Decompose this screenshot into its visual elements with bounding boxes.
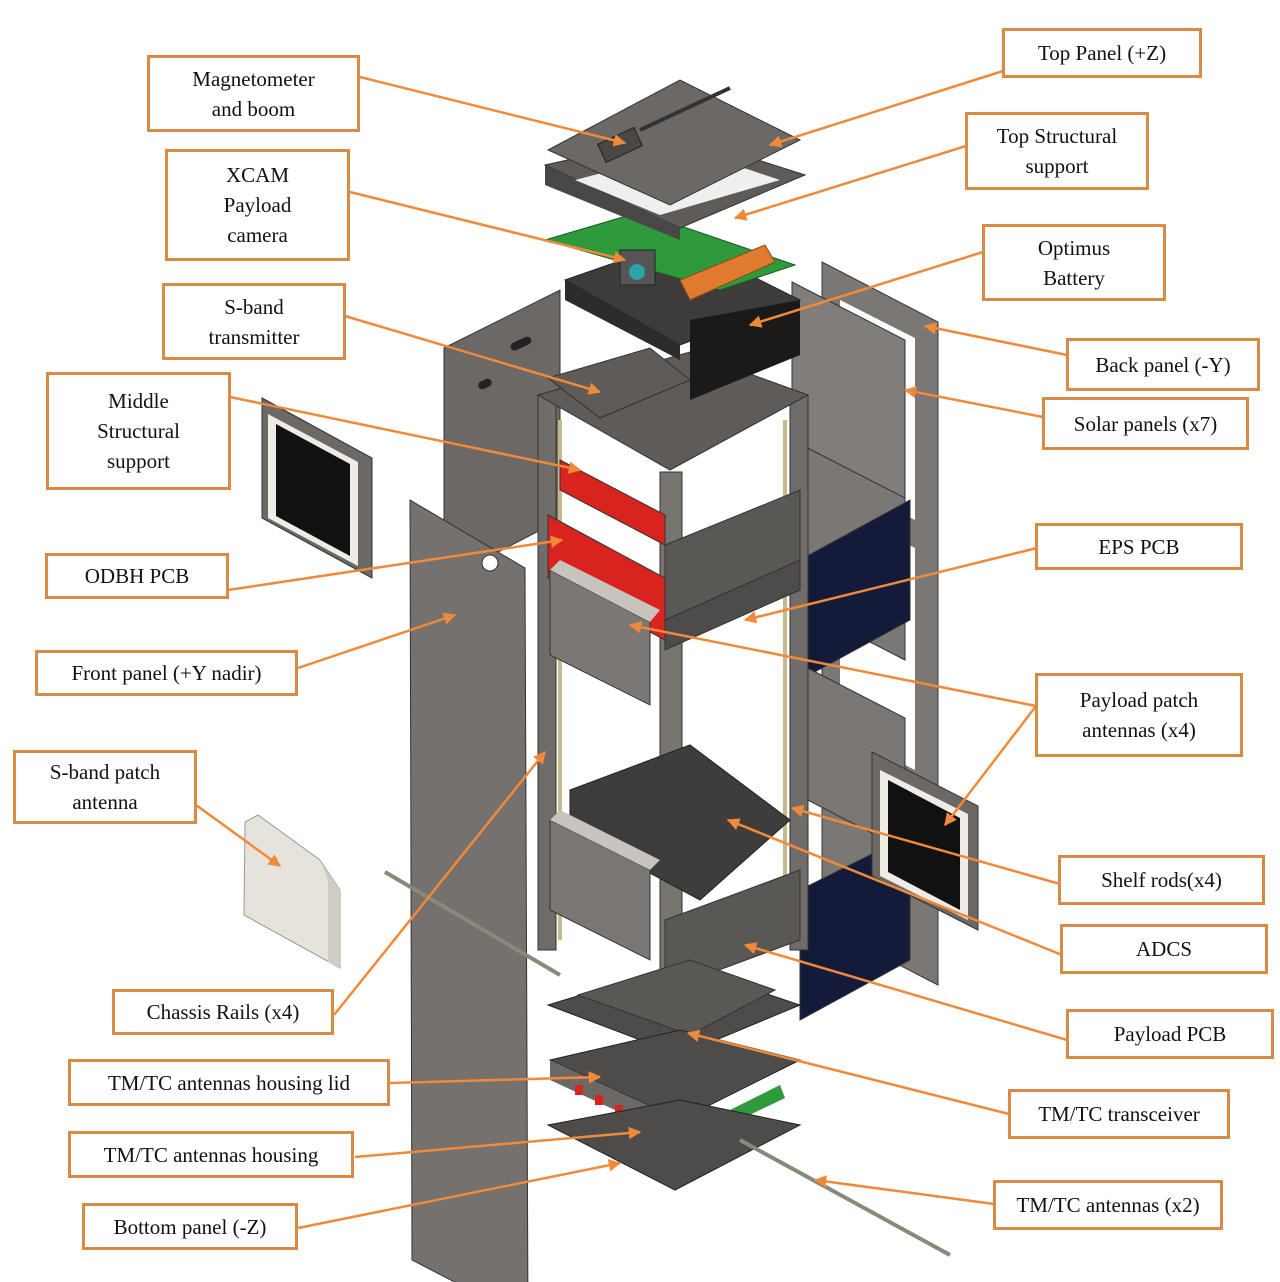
label-front-panel: Front panel (+Y nadir) [35, 650, 298, 696]
leader-shelf-rods [790, 805, 1061, 886]
tmtc-antenna-rod [383, 870, 562, 977]
label-xcam: XCAM Payload camera [165, 149, 350, 261]
label-back-panel: Back panel (-Y) [1066, 338, 1260, 391]
leader-top-panel [768, 69, 1004, 148]
leader-sband-patch [195, 803, 282, 868]
leader-lines [195, 69, 1068, 1230]
leader-odbh [227, 535, 564, 592]
label-bottom-panel: Bottom panel (-Z) [82, 1203, 298, 1250]
label-tmtc-antennas: TM/TC antennas (x2) [993, 1180, 1223, 1230]
label-eps-pcb: EPS PCB [1035, 523, 1243, 570]
label-tmtc-transceiver: TM/TC transceiver [1008, 1089, 1230, 1139]
leader-top-support [733, 144, 967, 221]
label-shelf-rods: Shelf rods(x4) [1058, 855, 1265, 905]
antenna-clip [595, 1095, 603, 1105]
label-tmtc-housing: TM/TC antennas housing [68, 1131, 354, 1178]
payload-patch-antenna-left [261, 397, 373, 579]
top-stack [543, 79, 807, 419]
sband-patch-antenna [243, 814, 341, 969]
tmtc-transceiver [576, 959, 777, 1036]
leader-battery [748, 250, 984, 328]
leader-back-panel [923, 322, 1068, 357]
bottom-stack [546, 959, 951, 1257]
leader-tmtc-housing [354, 1126, 642, 1159]
label-top-panel: Top Panel (+Z) [1002, 28, 1202, 78]
label-top-support: Top Structural support [965, 112, 1149, 190]
leader-eps [743, 546, 1038, 624]
label-payload-pcb: Payload PCB [1066, 1009, 1274, 1059]
leader-payload-pcb [743, 942, 1068, 1042]
leader-adcs [726, 818, 1063, 957]
leader-bottom-panel [297, 1159, 622, 1230]
label-solar-panels: Solar panels (x7) [1042, 397, 1249, 450]
leader-front-panel [297, 612, 457, 670]
leader-tmtc-lid [389, 1071, 602, 1085]
label-adcs: ADCS [1060, 924, 1268, 974]
leader-tmtc-transceiver [686, 1029, 1010, 1116]
tmtc-antenna-rod [739, 1138, 951, 1257]
left-side-panel [443, 289, 561, 581]
chassis [536, 351, 810, 1023]
label-magnetometer: Magnetometer and boom [147, 55, 360, 132]
label-chassis-rails: Chassis Rails (x4) [112, 989, 334, 1035]
leader-payload-patch-1 [628, 621, 1037, 708]
antenna-clip [615, 1105, 623, 1115]
label-optimus-battery: Optimus Battery [982, 224, 1166, 301]
leader-chassis-rails [333, 751, 546, 1016]
label-middle-support: Middle Structural support [46, 372, 231, 490]
front-panel [409, 499, 529, 1282]
leader-solar-panels [903, 386, 1044, 419]
label-sband-transmitter: S-band transmitter [162, 283, 346, 360]
leader-magnetometer [359, 75, 627, 147]
label-tmtc-housing-lid: TM/TC antennas housing lid [68, 1059, 390, 1106]
right-solar-panels [791, 281, 911, 1021]
leader-sband-tx [344, 314, 602, 395]
leader-payload-patch-2 [944, 705, 1037, 826]
antenna-clip [575, 1085, 583, 1095]
label-odbh-pcb: ODBH PCB [45, 553, 229, 599]
leader-middle-support [229, 395, 582, 474]
leader-tmtc-antennas [813, 1175, 995, 1206]
label-sband-patch-antenna: S-band patch antenna [13, 750, 197, 824]
leader-xcam [349, 190, 627, 264]
label-payload-patch-antennas: Payload patch antennas (x4) [1035, 673, 1243, 757]
